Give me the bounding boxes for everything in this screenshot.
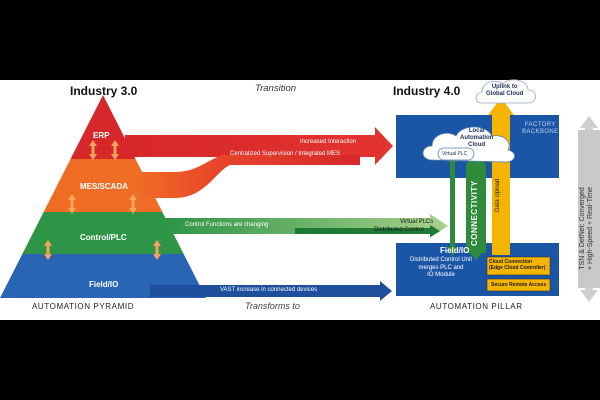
data-upload-arrow	[488, 98, 514, 115]
connectivity-arrow-down	[466, 248, 486, 260]
industry-3-title: Industry 3.0	[70, 84, 138, 98]
automation-pyramid-label: AUTOMATION PYRAMID	[32, 302, 135, 311]
secure-remote-label: Secure Remote Access	[491, 282, 547, 288]
increased-interaction-label: Increased Interaction	[300, 139, 357, 145]
arrow-centralized-supervision	[140, 155, 360, 198]
distributed-control-label: Distributed Control	[374, 227, 424, 233]
pyramid-link-arrows	[44, 140, 161, 260]
side-double-arrow	[578, 116, 600, 302]
uplink-cloud	[475, 79, 536, 104]
side-tsn-label: TSN & DetNet: Converged + High-Speed + R…	[579, 186, 594, 270]
pyramid-erp-label: ERP	[93, 131, 110, 140]
connectivity-side-line-left	[450, 160, 455, 250]
control-functions-label: Control Functions are changing	[185, 222, 269, 228]
centralized-supervision-label: Centralized Supervision / Integrated MES	[230, 151, 341, 157]
virtual-plc-label: Virtual PLC	[442, 151, 468, 157]
local-cloud-label: Local Automation Cloud	[460, 128, 494, 148]
cloud-connection-box	[486, 256, 551, 276]
cloud-connection-label: Cloud Connection (Edge Cloud Controller)	[489, 259, 546, 271]
virtual-plc-pill	[437, 147, 475, 161]
field-io-label: Field/IO	[440, 246, 470, 255]
pyramid-field-label: Field/IO	[89, 280, 119, 289]
industry-4-title: Industry 4.0	[393, 84, 461, 98]
arrow-connected-devices	[150, 281, 392, 301]
virtual-plcs-label: Virtual PLCs	[400, 219, 434, 225]
distributed-control-unit-text: Distributed Control Unit merges PLC and …	[409, 257, 473, 278]
arrow-distributed-control	[295, 225, 440, 237]
automation-pillar-label: AUTOMATION PILLAR	[430, 302, 523, 311]
transforms-to-label: Transforms to	[245, 301, 300, 311]
connected-devices-label: VAST increase in connected devices	[220, 287, 318, 293]
connectivity-column	[466, 165, 486, 253]
pyramid-control-label: Control/PLC	[80, 233, 127, 242]
secure-remote-box	[486, 278, 551, 292]
pyramid-mes-label: MES/SCADA	[80, 182, 129, 191]
transition-label: Transition	[255, 83, 297, 94]
connectivity-label: CONNECTIVITY	[470, 180, 479, 246]
factory-backbone-label: FACTORY BACKBONE	[522, 122, 559, 135]
uplink-cloud-label: Uplink to Global Cloud	[486, 84, 524, 97]
data-upload-label: Data Upload	[495, 178, 501, 212]
